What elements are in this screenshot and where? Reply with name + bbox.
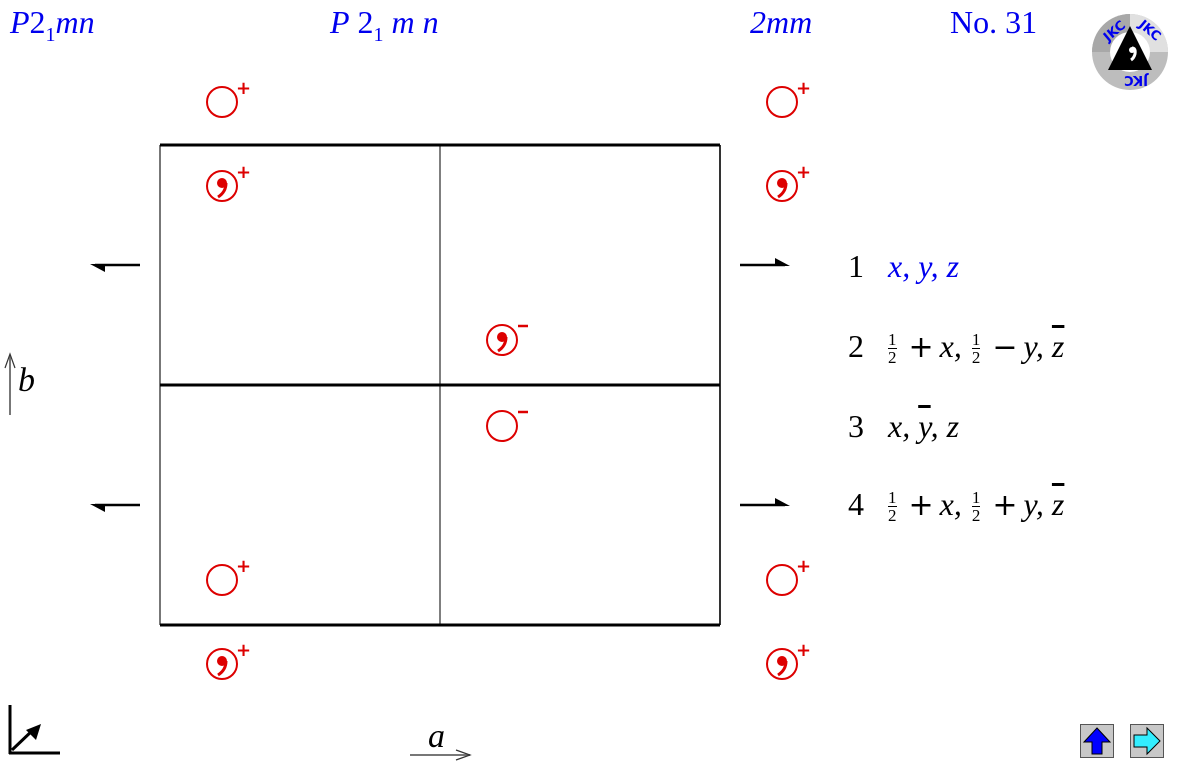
position-6 xyxy=(486,410,528,442)
unit-cell xyxy=(159,143,721,627)
position-1: + xyxy=(206,78,251,118)
operation-number: 1 xyxy=(848,248,864,284)
short-symbol-lattice: P xyxy=(10,4,30,40)
b-axis-label: b xyxy=(18,362,35,399)
a-axis-arrow-icon xyxy=(410,749,472,761)
position-8: + xyxy=(205,640,251,681)
short-symbol-rest: mn xyxy=(55,4,95,40)
operator: + xyxy=(992,488,1018,523)
svg-text:+: + xyxy=(796,162,811,183)
svg-text:+: + xyxy=(796,640,811,661)
svg-text:+: + xyxy=(236,640,251,661)
short-symbol-sub: 1 xyxy=(45,24,56,46)
operation-coordinates: x, y, z xyxy=(888,248,960,284)
jkc-logo-icon: JKC JKC JKC xyxy=(1092,14,1168,90)
coord-x: x, xyxy=(939,486,962,522)
coord-y: y, xyxy=(1023,486,1044,522)
next-button[interactable] xyxy=(1130,724,1164,758)
position-5 xyxy=(485,323,528,357)
coord-x: x, xyxy=(939,328,962,364)
full-symbol-n: n xyxy=(422,4,439,40)
position-10: + xyxy=(765,640,811,681)
screw-axis-left-lower-icon xyxy=(90,503,140,512)
coord-z: z xyxy=(946,408,960,444)
screw-axis-right-upper-icon xyxy=(740,258,790,267)
operation-1: 1 x, y, z xyxy=(848,250,959,282)
svg-text:+: + xyxy=(796,556,811,577)
coord-x: x, xyxy=(888,408,911,444)
origin-axes-icon xyxy=(8,705,60,755)
coord-y-bar: y xyxy=(918,408,931,444)
full-symbol-screw: 2 xyxy=(357,4,374,40)
operator: + xyxy=(908,330,934,365)
up-button[interactable] xyxy=(1080,724,1114,758)
operator: + xyxy=(908,488,934,523)
full-symbol: P 21 m n xyxy=(330,6,439,45)
coord-z-bar: z xyxy=(1051,328,1065,364)
svg-text:+: + xyxy=(236,556,251,577)
short-symbol-screw: 2 xyxy=(29,4,46,40)
right-arrow-icon xyxy=(1133,726,1161,756)
svg-text:+: + xyxy=(236,162,251,183)
operator: − xyxy=(992,330,1018,365)
coord-y: y, xyxy=(1023,328,1044,364)
coord-z-bar: z xyxy=(1051,486,1065,522)
up-arrow-icon xyxy=(1082,727,1112,755)
svg-text:JKC: JKC xyxy=(1124,72,1149,87)
b-axis-arrow-icon xyxy=(4,352,16,415)
full-symbol-lattice: P xyxy=(330,4,350,40)
full-symbol-m: m xyxy=(391,4,415,40)
position-2: + xyxy=(205,162,251,203)
screw-axis-left-upper-icon xyxy=(90,263,140,272)
position-4: + xyxy=(765,162,811,203)
position-3: + xyxy=(766,78,811,118)
point-group: 2mm xyxy=(750,4,813,40)
operation-number: 4 xyxy=(848,486,864,522)
screw-axis-right-lower-icon xyxy=(740,498,790,507)
operation-number: 3 xyxy=(848,408,864,444)
position-9: + xyxy=(766,556,811,596)
short-symbol: P21mn xyxy=(10,6,95,45)
full-symbol-sub: 1 xyxy=(373,24,384,46)
operation-3: 3 x, y, z xyxy=(848,410,959,442)
svg-text:+: + xyxy=(796,78,811,99)
position-7: + xyxy=(206,556,251,596)
space-group-number: No. 31 xyxy=(950,4,1038,40)
svg-text:+: + xyxy=(236,78,251,99)
a-axis-label: a xyxy=(428,718,445,755)
operation-number: 2 xyxy=(848,328,864,364)
separator: , xyxy=(930,408,939,444)
